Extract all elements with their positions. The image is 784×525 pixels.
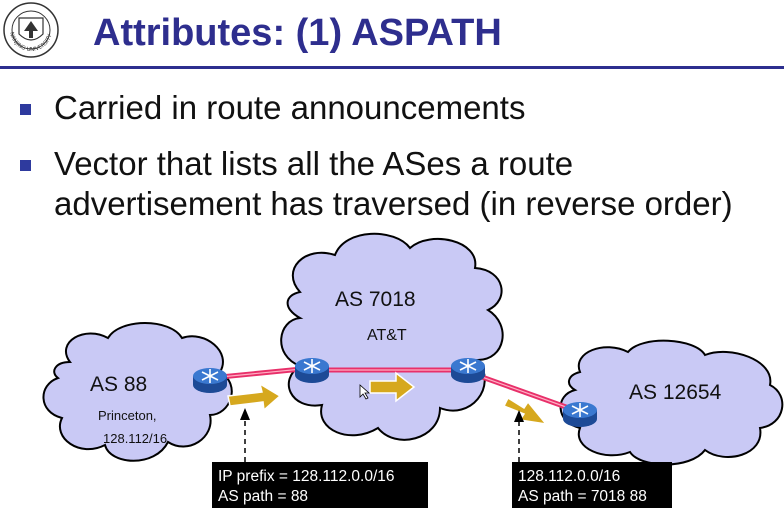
bullet-square-icon xyxy=(20,160,31,171)
cloud-label-as7018: AS 7018 xyxy=(335,288,416,311)
cloud-as88 xyxy=(42,322,233,462)
announcement-right-line-1: 128.112.0.0/16 xyxy=(518,468,620,485)
announcement-left-line-2: AS path = 88 xyxy=(218,488,308,505)
announcement-box-right xyxy=(512,462,672,508)
router-icon xyxy=(562,401,598,428)
header-divider xyxy=(0,66,784,69)
announcement-arrow-icon xyxy=(369,371,416,403)
pointer-arrowhead-icon xyxy=(514,410,524,422)
announcement-box-left xyxy=(212,462,428,508)
cloud-sublabel-as88-prefix: 128.112/16 xyxy=(103,431,167,446)
cloud-sublabel-as88-org: Princeton, xyxy=(98,408,157,423)
announcement-arrow-icon xyxy=(502,396,548,426)
bullet-list: Carried in route announcements Vector th… xyxy=(20,88,760,240)
bullet-text: Carried in route announcements xyxy=(54,89,526,126)
cloud-sublabel-as7018: AT&T xyxy=(367,327,407,344)
pointer-arrowhead-icon xyxy=(240,408,250,420)
slide-title: Attributes: (1) ASPATH xyxy=(93,12,502,54)
cloud-label-as12654: AS 12654 xyxy=(629,381,722,404)
router-icon xyxy=(294,357,330,384)
announcement-arrow-icon xyxy=(227,382,282,412)
bullet-item: Vector that lists all the ASes a route a… xyxy=(20,144,760,224)
slide-header: NANJING UNIVERSITY Attributes: (1) ASPAT… xyxy=(0,0,784,66)
bullet-item: Carried in route announcements xyxy=(20,88,760,128)
bullet-text: Vector that lists all the ASes a route a… xyxy=(54,145,733,222)
bullet-square-icon xyxy=(20,104,31,115)
announcement-right-line-2: AS path = 7018 88 xyxy=(518,488,647,505)
mouse-cursor-icon xyxy=(359,384,371,400)
router-icon xyxy=(192,367,228,394)
cloud-label-as88: AS 88 xyxy=(90,373,147,396)
router-icon xyxy=(450,357,486,384)
announcement-left-line-1: IP prefix = 128.112.0.0/16 xyxy=(218,468,395,485)
university-logo: NANJING UNIVERSITY xyxy=(3,2,59,58)
